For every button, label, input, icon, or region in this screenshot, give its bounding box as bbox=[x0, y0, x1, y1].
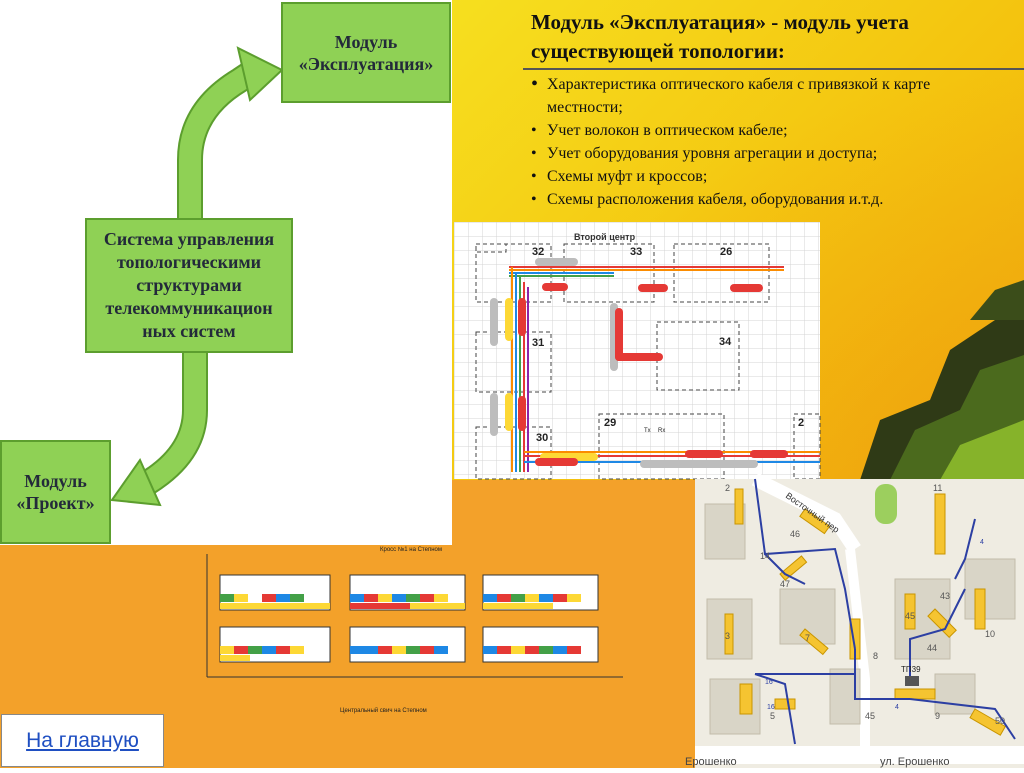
system-label: структурами bbox=[136, 275, 242, 295]
title-line: Модуль «Эксплуатация» - модуль учета bbox=[531, 10, 909, 34]
cross-table-title: Кросс №1 на Степном bbox=[380, 547, 442, 553]
list-item: Учет волокон в оптическом кабеле; bbox=[531, 119, 1001, 142]
scheme-title: Второй центр bbox=[574, 232, 636, 242]
node-label: 33 bbox=[630, 246, 642, 258]
house-number: 8 bbox=[873, 651, 878, 661]
node-label: 2 bbox=[798, 417, 804, 429]
house-number: 46 bbox=[790, 529, 800, 539]
house-number: 5 bbox=[770, 711, 775, 721]
system-label: ных систем bbox=[142, 321, 236, 341]
house-number: 7 bbox=[805, 633, 810, 643]
node-label: 34 bbox=[719, 336, 732, 348]
home-link[interactable]: На главную bbox=[1, 714, 164, 767]
node-label: 29 bbox=[604, 417, 616, 429]
module-project-box: Модуль «Проект» bbox=[0, 440, 111, 544]
node-label: 32 bbox=[532, 246, 544, 258]
house-number: 9 bbox=[935, 711, 940, 721]
house-number: 44 bbox=[927, 643, 937, 653]
list-item: Характеристика оптического кабеля с прив… bbox=[531, 73, 1001, 119]
list-item: Учет оборудования уровня агрегации и дос… bbox=[531, 142, 1001, 165]
system-label: телекоммуникацион bbox=[105, 298, 273, 318]
house-number: 10 bbox=[985, 629, 995, 639]
house-number: 43 bbox=[940, 591, 950, 601]
tx-label: Tx bbox=[644, 428, 651, 434]
house-number: 2 bbox=[725, 483, 730, 493]
node-label: 26 bbox=[720, 246, 732, 258]
fiber-count: 16 bbox=[765, 679, 773, 686]
system-label: Система управления bbox=[103, 229, 275, 249]
house-number: 14 bbox=[760, 551, 770, 561]
cross-table-image: Кросс №1 на Степном bbox=[195, 545, 623, 723]
house-number: 45 bbox=[865, 711, 875, 721]
decorative-buildings bbox=[860, 280, 1024, 480]
rx-label: Rx bbox=[658, 428, 665, 434]
tp-label: ТП39 bbox=[901, 665, 921, 674]
module-exploitation-label: «Эксплуатация» bbox=[298, 53, 434, 74]
title-line: существующей топологии: bbox=[531, 39, 785, 63]
node-label: 31 bbox=[532, 337, 544, 349]
system-label: топологическими bbox=[116, 252, 262, 272]
fiber-count: 4 bbox=[895, 704, 899, 711]
list-item: Схемы муфт и кроссов; bbox=[531, 165, 1001, 188]
house-number: 3 bbox=[725, 631, 730, 641]
module-project-label: Модуль bbox=[24, 471, 87, 491]
cycle-arrows bbox=[110, 46, 284, 507]
module-exploitation-box: Модуль «Эксплуатация» bbox=[281, 2, 451, 103]
house-number: 50 bbox=[995, 716, 1005, 726]
cross-table-footer: Центральный свич на Степном bbox=[340, 708, 427, 714]
module-exploitation-label: Модуль bbox=[334, 31, 398, 52]
house-number: 45 bbox=[905, 611, 915, 621]
system-box: Система управления топологическими струк… bbox=[85, 218, 293, 353]
fiber-count: 16 bbox=[767, 704, 775, 711]
house-number: 47 bbox=[780, 579, 790, 589]
list-item: Схемы расположения кабеля, оборудования … bbox=[531, 188, 1001, 211]
fiber-count: 4 bbox=[980, 539, 984, 546]
street-label: ул. Ерошенко bbox=[880, 756, 949, 768]
house-number: 11 bbox=[933, 483, 942, 493]
page-title: Модуль «Эксплуатация» - модуль учета сущ… bbox=[531, 8, 1011, 66]
map-image: ТП39 Восточный пер ул. Ерошенко Ерошенко… bbox=[685, 472, 1024, 768]
title-divider bbox=[523, 68, 1024, 70]
street-label: Ерошенко bbox=[685, 756, 737, 768]
cable-scheme-image: Второй центр 32 33 26 31 34 30 29 bbox=[454, 222, 821, 480]
feature-list: Характеристика оптического кабеля с прив… bbox=[531, 73, 1001, 211]
node-label: 30 bbox=[536, 432, 548, 444]
module-project-label: «Проект» bbox=[16, 493, 95, 513]
